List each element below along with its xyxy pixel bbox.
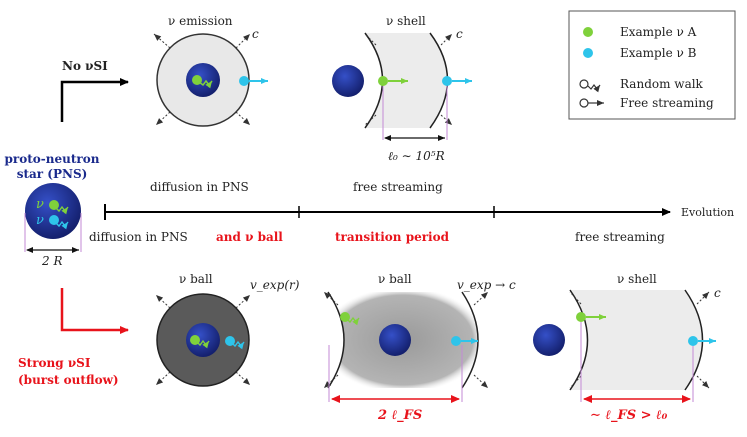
nu-emission-title: ν emission — [168, 14, 233, 28]
speed-c-bottom: c — [714, 286, 721, 300]
legend-example-a: Example ν A — [620, 25, 697, 39]
legend-random-walk: Random walk — [620, 77, 704, 91]
top-phase-free-streaming: free streaming — [353, 180, 443, 194]
speed-c-top-2: c — [456, 27, 463, 41]
timeline: diffusion in PNS free streaming Evolutio… — [89, 180, 734, 244]
pns-label-1: proto-neutron — [5, 152, 100, 166]
nu-shell-top-title: ν shell — [386, 14, 426, 28]
top-phase-diffusion: diffusion in PNS — [150, 180, 249, 194]
pns-label-2: star (PNS) — [17, 167, 88, 181]
burst-outflow-text: (burst outflow) — [18, 373, 119, 387]
bottom-phase-free-streaming: free streaming — [575, 230, 665, 244]
evolution-label: Evolution — [681, 206, 734, 219]
pns-sphere — [25, 183, 81, 239]
pns-core-top — [186, 63, 220, 97]
vexp-label: v_exp(r) — [250, 278, 300, 292]
legend-example-b: Example ν B — [620, 46, 697, 60]
pns-core-top-2 — [332, 65, 364, 97]
nu-ball-1-title: ν ball — [179, 272, 213, 286]
speed-c-top-1: c — [252, 27, 259, 41]
nu-ball-2-panel: ν ball v_exp → c 2 ℓ_FS — [323, 272, 516, 423]
shell-width-label: ℓ₀ ∼ 10⁵R — [388, 149, 445, 163]
strong-nusi-label: Strong νSI (burst outflow) — [18, 288, 129, 387]
legend-a-swatch — [583, 27, 593, 37]
nu-b-particle — [239, 76, 249, 86]
vexp-to-c-label: v_exp → c — [457, 278, 516, 292]
bottom-phase-nu-ball: and ν ball — [216, 230, 283, 244]
legend-b-swatch — [583, 48, 593, 58]
bottom-phase-transition: transition period — [335, 230, 450, 244]
ball-width-label: 2 ℓ_FS — [377, 408, 422, 423]
random-walk-icon — [579, 79, 589, 89]
legend: Example ν A Example ν B Random walk Free… — [568, 10, 736, 120]
nu-ball-2-title: ν ball — [378, 272, 412, 286]
pns-nu-symbol-1: ν — [36, 197, 44, 212]
pns-panel: proto-neutron star (PNS) ν ν 2 R — [5, 152, 100, 268]
svg-text:No νSI: No νSI — [62, 59, 108, 73]
nu-emission-panel: ν emission c — [153, 14, 268, 127]
pns-radius-label: 2 R — [41, 254, 62, 268]
shell-width-si-label: ∼ ℓ_FS > ℓ₀ — [590, 408, 668, 423]
no-nusi-label: No νSI — [60, 59, 129, 122]
nu-shell-bottom-title: ν shell — [617, 272, 657, 286]
nu-ball-1-panel: ν ball v_exp(r) — [155, 272, 300, 387]
strong-nusi-text: Strong νSI — [18, 356, 91, 370]
pns-nu-symbol-2: ν — [36, 213, 44, 228]
legend-free-streaming: Free streaming — [620, 96, 714, 110]
nu-shell-bottom-panel: ν shell c ∼ ℓ_FS > ℓ₀ — [533, 272, 721, 423]
bottom-phase-diffusion: diffusion in PNS — [89, 230, 188, 244]
nu-shell-top-panel: ν shell c ℓ₀ ∼ 10⁵R — [332, 14, 472, 163]
